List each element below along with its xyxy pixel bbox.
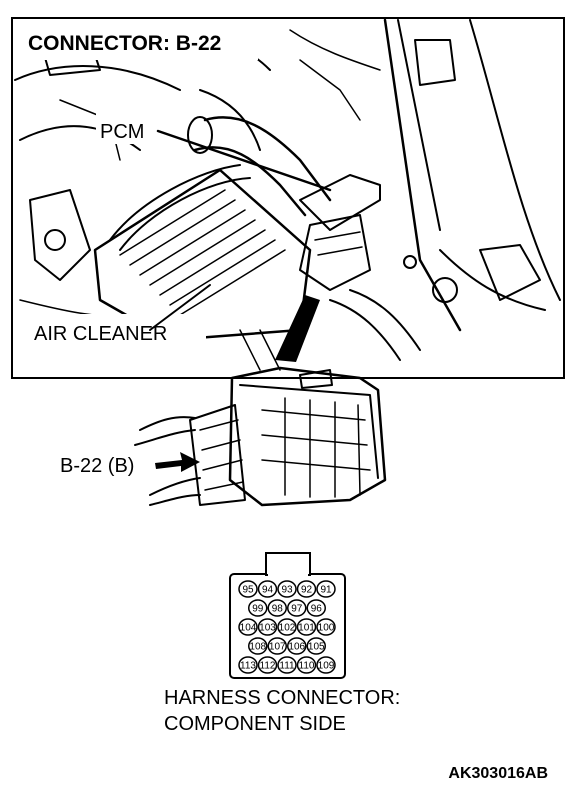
connector-pointer-arrow — [155, 452, 200, 472]
connector-pin-number: 113 — [240, 661, 256, 672]
pcm-unit-illustration — [134, 366, 387, 507]
connector-pin-cavity — [267, 599, 287, 617]
connector-pin-number: 96 — [311, 604, 323, 615]
air-cleaner-label: AIR CLEANER — [34, 323, 167, 345]
pcm-leader-line — [156, 129, 332, 192]
connector-pin-cavity — [238, 618, 258, 636]
connector-pin-cavity — [257, 580, 278, 598]
connector-pin-cavity — [287, 637, 307, 655]
connector-pin-number: 104 — [240, 623, 257, 634]
connector-pin-cavity — [238, 580, 258, 598]
connector-pin-cavity — [316, 618, 336, 636]
connector-pin-cavity — [316, 656, 336, 674]
connector-pin-number: 94 — [262, 585, 274, 596]
connector-pin-number: 105 — [308, 642, 325, 653]
caption-line-1: HARNESS CONNECTOR: — [164, 687, 400, 709]
connector-pin-cavity — [296, 656, 317, 674]
connector-pin-number: 111 — [279, 661, 295, 672]
diagram-title: CONNECTOR: B-22 — [28, 32, 221, 55]
connector-pin-number: 100 — [318, 623, 335, 634]
connector-pin-number: 103 — [259, 623, 276, 634]
connector-pin-cavity — [277, 618, 297, 636]
connector-pin-cavity — [248, 637, 268, 655]
connector-pin-number: 102 — [279, 623, 296, 634]
connector-pin-number: 91 — [320, 585, 332, 596]
connector-pin-number: 99 — [252, 604, 264, 615]
connector-pin-number: 101 — [298, 623, 315, 634]
connector-pin-number: 112 — [260, 661, 276, 672]
air-cleaner-leader-line — [149, 284, 211, 331]
figure-code: AK303016AB — [448, 765, 548, 782]
connector-pin-number: 93 — [281, 585, 293, 596]
connector-callout-label: B-22 (B) — [60, 455, 134, 477]
connector-pin-cavity — [267, 637, 287, 655]
connector-pin-number: 107 — [269, 642, 286, 653]
detail-pointer-triangle — [275, 295, 320, 362]
connector-pin-number: 110 — [299, 661, 315, 672]
connector-pin-cavity — [296, 580, 317, 598]
caption-line-2: COMPONENT SIDE — [164, 713, 346, 735]
connector-pin-cavity — [248, 599, 268, 617]
connector-pin-cavity — [306, 599, 326, 617]
connector-pin-cavity — [316, 580, 336, 598]
connector-pin-cavity — [296, 618, 317, 636]
connector-pin-number: 92 — [301, 585, 313, 596]
connector-pin-number: 95 — [242, 585, 254, 596]
connector-pin-number: 109 — [318, 661, 335, 672]
pcm-label: PCM — [100, 121, 144, 143]
engine-bay-illustration — [11, 17, 565, 379]
connector-pin-cavity — [277, 656, 297, 674]
connector-pin-cavity — [287, 599, 307, 617]
connector-pin-number: 106 — [288, 642, 305, 653]
connector-pin-cavity — [257, 656, 278, 674]
connector-pin-cavity — [306, 637, 326, 655]
connector-pin-number: 97 — [291, 604, 303, 615]
connector-pin-cavity — [257, 618, 278, 636]
connector-pin-cavity — [277, 580, 297, 598]
connector-pin-number: 108 — [249, 642, 266, 653]
connector-pin-cavity — [238, 656, 258, 674]
connector-pin-number: 98 — [272, 604, 284, 615]
